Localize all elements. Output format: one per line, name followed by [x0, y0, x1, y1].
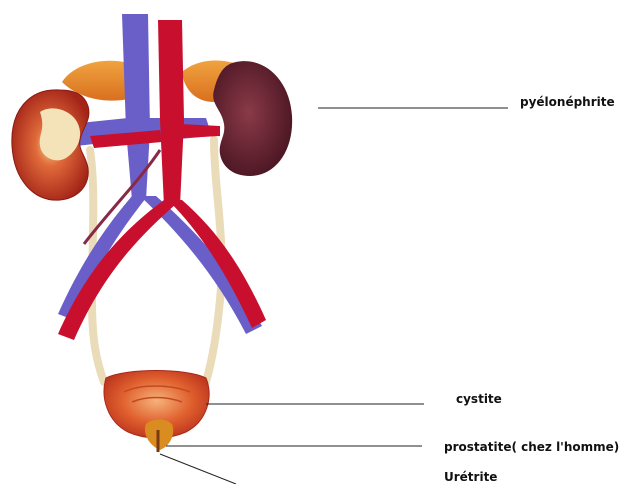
abdominal-aorta	[158, 20, 184, 206]
inferior-vena-cava	[122, 14, 150, 200]
renal-artery-left	[180, 124, 220, 138]
common-iliac-vein-right	[58, 196, 146, 320]
left-kidney	[213, 61, 292, 176]
label-prostatite: prostatite( chez l'homme)	[444, 440, 619, 454]
leader-line-uretrite	[160, 454, 236, 484]
label-pyelonephrite: pyélonéphrite	[520, 95, 615, 109]
label-cystite: cystite	[456, 392, 502, 406]
label-uretrite: Urétrite	[444, 470, 497, 484]
